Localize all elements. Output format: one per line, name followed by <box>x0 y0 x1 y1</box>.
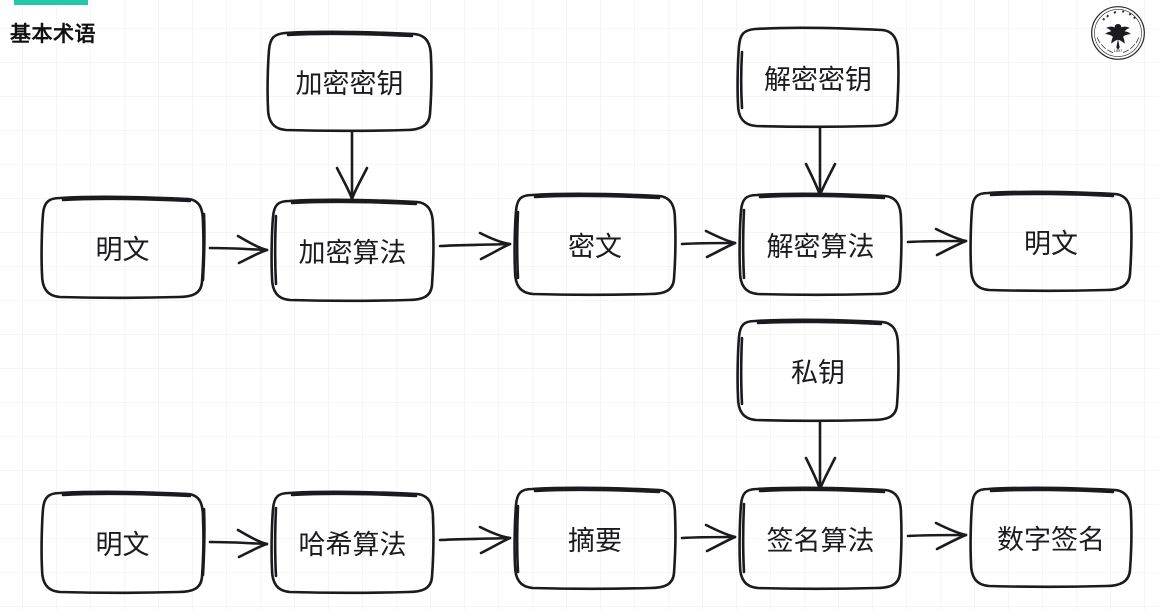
node-plaintext-1[interactable] <box>40 195 206 300</box>
node-enc-key[interactable] <box>266 30 433 133</box>
node-plaintext-2[interactable] <box>969 190 1133 293</box>
node-dec-key[interactable] <box>736 26 900 129</box>
edge-plaintext1-to-enc-alg <box>208 234 269 265</box>
node-hash-alg[interactable] <box>270 490 435 595</box>
node-enc-alg[interactable] <box>270 198 435 303</box>
edge-hash-alg-to-digest <box>438 525 512 555</box>
edge-digest-to-sign-alg <box>680 523 737 553</box>
seal-year: 1897 <box>1114 48 1123 53</box>
edge-sign-alg-to-signature <box>906 521 968 551</box>
node-sign-alg[interactable] <box>738 486 903 591</box>
node-ciphertext[interactable] <box>513 192 677 297</box>
edge-private-key-to-sign-alg <box>804 419 837 491</box>
node-plaintext-3[interactable] <box>40 490 206 595</box>
edge-plaintext3-to-hash-alg <box>208 528 269 559</box>
edge-dec-alg-to-plaintext2 <box>906 227 968 257</box>
edge-enc-alg-to-ciphertext <box>438 231 512 261</box>
edge-ciphertext-to-dec-alg <box>680 229 737 259</box>
node-dec-alg[interactable] <box>738 192 903 297</box>
node-private-key[interactable] <box>736 318 900 423</box>
node-digest[interactable] <box>513 486 677 591</box>
node-signature[interactable] <box>969 486 1133 589</box>
zhejiang-university-seal-logo: 1897 <box>1091 6 1145 60</box>
edge-dec-key-to-dec-alg <box>804 125 837 197</box>
page-title: 基本术语 <box>10 23 96 46</box>
accent-bar <box>14 0 88 5</box>
edge-enc-key-to-enc-alg <box>335 129 369 201</box>
